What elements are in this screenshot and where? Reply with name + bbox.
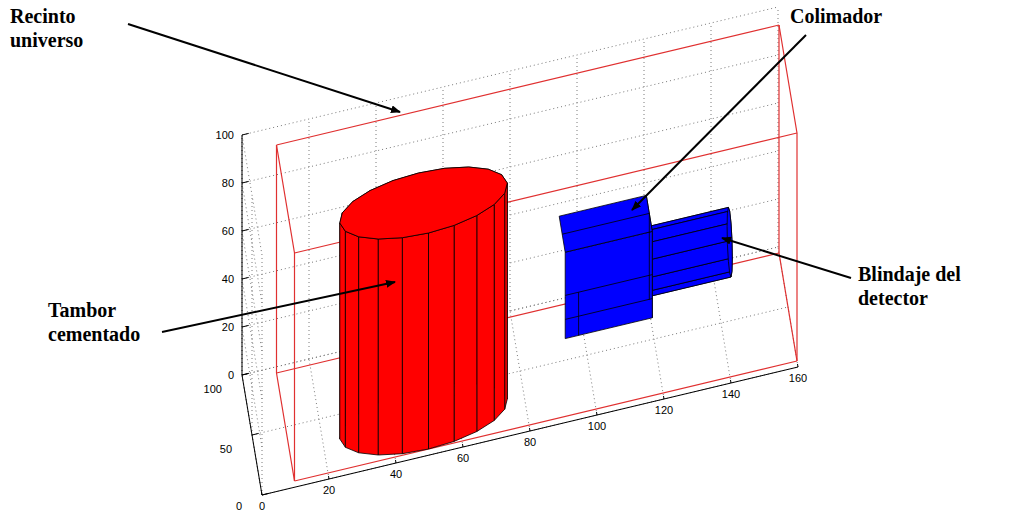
grid-line	[242, 199, 778, 327]
tick-mark	[730, 380, 732, 383]
leader-arrow	[162, 282, 395, 332]
grid-line	[510, 71, 511, 311]
grid-line	[242, 375, 262, 495]
drum-top	[340, 167, 508, 239]
drum-facet	[345, 231, 358, 452]
tick-label: 60	[222, 225, 234, 238]
tick-mark	[797, 364, 799, 367]
drum-facet	[454, 216, 477, 442]
enclosure-edge	[779, 25, 797, 133]
enclosure-edge	[796, 133, 797, 361]
collimator	[559, 195, 652, 338]
tick-label: 0	[228, 369, 234, 382]
tick-label: 20	[323, 484, 335, 497]
panel-edge	[578, 292, 579, 335]
tick-label: 80	[524, 436, 536, 449]
tick-mark	[242, 229, 249, 231]
grid-line	[242, 183, 262, 303]
panel-edge	[562, 213, 649, 234]
drum-facet	[378, 238, 402, 455]
enclosure-edge	[778, 25, 779, 253]
enclosure-edge	[277, 25, 780, 145]
tick-label: 120	[655, 404, 673, 417]
grid-line	[309, 119, 310, 359]
leader-lines	[128, 24, 851, 332]
grid-line	[778, 7, 779, 247]
tick-label: 100	[588, 420, 606, 433]
leader-arrow	[722, 238, 851, 278]
grid-line	[242, 135, 243, 375]
tick-mark	[242, 373, 249, 375]
callout-label: Colimador	[790, 4, 910, 28]
enclosure-edge	[277, 145, 295, 253]
tick-mark	[395, 460, 397, 463]
grid-line	[252, 307, 788, 435]
drum-facet	[429, 225, 455, 449]
grid-line	[778, 247, 798, 367]
tick-label: 50	[220, 443, 232, 456]
enclosure-edge	[779, 253, 797, 361]
tick-label: 100	[216, 129, 234, 142]
callout-label: Recinto universo	[10, 4, 125, 52]
z-axis	[242, 135, 243, 375]
leader-arrow	[632, 35, 806, 210]
grid-line	[242, 375, 262, 495]
tick-mark	[462, 444, 464, 447]
tick-mark	[242, 133, 249, 135]
tick-label: 60	[457, 452, 469, 465]
enclosure-edge	[277, 373, 295, 481]
tick-mark	[242, 181, 249, 183]
tick-label: 0	[259, 500, 265, 513]
grid-line	[242, 231, 262, 351]
grid-line	[242, 7, 778, 135]
drum-facet	[494, 193, 505, 420]
tick-mark	[328, 476, 330, 479]
drum-facet	[477, 205, 494, 432]
tick-label: 100	[204, 383, 222, 396]
tick-label: 40	[390, 468, 402, 481]
tick-mark	[252, 433, 259, 435]
callout-label: Tambor cementado	[48, 298, 183, 346]
panel-edge	[649, 213, 650, 299]
tick-mark	[262, 493, 269, 495]
grid-line	[242, 151, 778, 279]
grid-line	[242, 135, 262, 255]
grid-line	[242, 279, 262, 399]
leader-arrow	[128, 24, 400, 112]
drum-facet	[340, 223, 346, 447]
cemented-drum	[340, 167, 508, 455]
detector-shield	[647, 207, 733, 296]
drum-facet	[402, 233, 428, 454]
tick-mark	[663, 396, 665, 399]
grid-line	[242, 55, 778, 183]
callout-label: Blindaje del detector	[858, 262, 1023, 310]
tick-label: 140	[722, 388, 740, 401]
tick-label: 0	[236, 500, 242, 513]
grid-line	[510, 311, 530, 431]
tick-mark	[242, 277, 249, 279]
drum-facet	[359, 237, 379, 455]
grid-line	[242, 135, 243, 375]
shield-facet	[651, 223, 732, 259]
tick-mark	[596, 412, 598, 415]
y-axis	[242, 375, 262, 495]
tick-mark	[529, 428, 531, 431]
grid-line	[242, 327, 262, 447]
tick-label: 80	[222, 177, 234, 190]
tick-label: 160	[789, 372, 807, 385]
grid-line	[262, 255, 263, 495]
grid	[242, 7, 798, 495]
tick-mark	[242, 373, 249, 375]
grid-line	[242, 103, 778, 231]
tick-label: 40	[222, 273, 234, 286]
universe-box	[277, 25, 798, 481]
grid-line	[252, 195, 253, 435]
tick-label: 20	[222, 321, 234, 334]
enclosure-edge	[276, 145, 277, 373]
shield-end	[727, 207, 732, 277]
tick-mark	[242, 325, 249, 327]
enclosure-edge	[294, 253, 295, 481]
